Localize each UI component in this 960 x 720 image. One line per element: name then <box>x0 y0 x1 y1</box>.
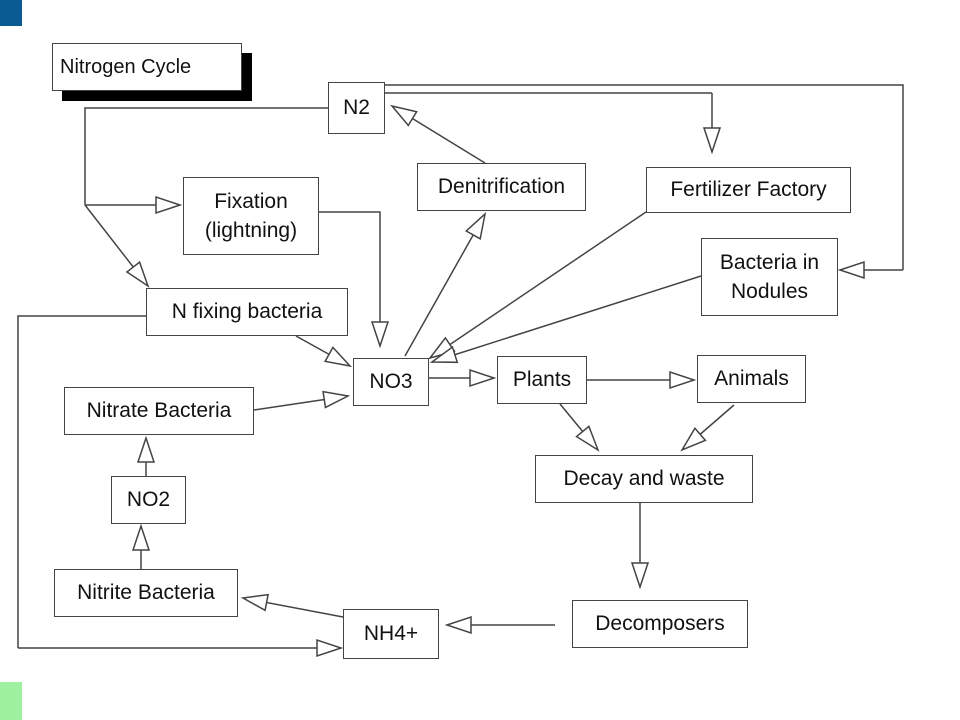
arrow-nfix-to-no3-head <box>323 346 353 368</box>
line-n2-left <box>84 107 328 205</box>
arrow-animals-to-decay-head <box>680 426 707 452</box>
node-fixation: Fixation (lightning) <box>183 177 319 255</box>
arrow-no3-to-plants-head <box>469 368 497 388</box>
node-nitrite-bacteria: Nitrite Bacteria <box>54 569 238 617</box>
node-no3: NO3 <box>353 358 429 406</box>
node-n-fixing-bacteria: N fixing bacteria <box>146 288 348 336</box>
arrow-nodules-to-no3 <box>431 275 702 363</box>
arrow-nodules-to-no3-head <box>429 345 459 364</box>
node-bacteria-in-nodules: Bacteria in Nodules <box>701 238 838 316</box>
node-decomposers: Decomposers <box>572 600 748 648</box>
arrow-no2-to-nitrate-head <box>136 435 156 463</box>
arrow-to-n2-head <box>389 104 418 127</box>
arrow-plants-to-decay-head <box>575 425 600 452</box>
corner-accent-bottom <box>0 682 22 720</box>
nodules-line-1: Bacteria in <box>719 250 820 274</box>
fixation-line-1: Fixation <box>214 189 288 213</box>
arrow-plants-to-animals-head <box>669 370 697 390</box>
arrow-fertilizer-to-no3 <box>429 211 647 359</box>
line-n2-far-right <box>385 84 904 270</box>
nodules-line-2: Nodules <box>730 280 809 303</box>
node-no2: NO2 <box>111 476 186 524</box>
arrow-fixation-to-no3 <box>319 211 381 346</box>
arrow-to-fertilizer-head <box>702 127 722 155</box>
corner-accent-top <box>0 0 22 26</box>
arrow-to-nh4-head <box>316 638 344 658</box>
node-animals: Animals <box>697 355 806 403</box>
node-plants: Plants <box>497 356 587 404</box>
arrow-nitrite-to-no2-head <box>131 523 151 551</box>
line-nfix-loop <box>17 315 146 648</box>
arrow-to-denitrification <box>404 213 486 357</box>
node-nitrate-bacteria: Nitrate Bacteria <box>64 387 254 435</box>
arrow-nitrate-to-no3-head <box>322 390 351 409</box>
fixation-line-2: (lightning) <box>204 219 298 242</box>
node-denitrification: Denitrification <box>417 163 586 211</box>
arrow-to-n-fixing-head <box>125 260 150 288</box>
node-decay-and-waste: Decay and waste <box>535 455 753 503</box>
node-nh4: NH4+ <box>343 609 439 659</box>
arrow-to-denitrification-head <box>464 211 487 241</box>
arrow-decomposers-to-nh4-head <box>444 615 472 635</box>
arrow-nh4-to-nitrite-head <box>240 593 270 612</box>
arrow-to-fixation-head <box>155 195 183 215</box>
arrow-to-nodules-head <box>837 260 865 280</box>
diagram-title: Nitrogen Cycle <box>52 43 242 91</box>
node-n2: N2 <box>328 82 385 134</box>
arrow-decay-to-decomposers-head <box>630 562 650 590</box>
arrow-fixation-to-no3-head <box>370 321 390 349</box>
node-fertilizer-factory: Fertilizer Factory <box>646 167 851 213</box>
